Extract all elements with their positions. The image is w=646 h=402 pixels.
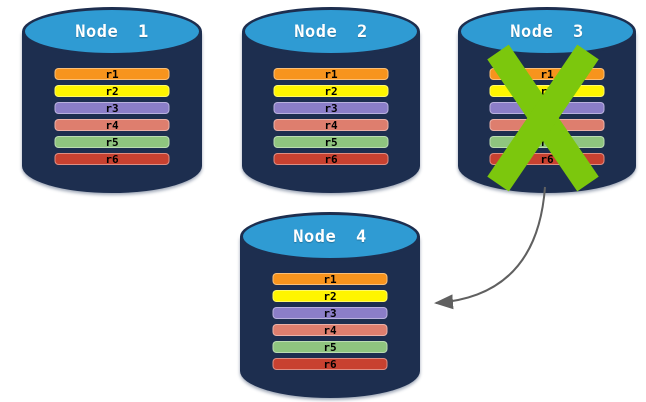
row-r1: r1 — [54, 68, 170, 80]
cylinder-top: Node 4 — [240, 212, 420, 261]
row-r4: r4 — [54, 119, 170, 131]
row-r2: r2 — [489, 85, 605, 97]
node-label: Node 3 — [510, 21, 584, 42]
row-r5: r5 — [273, 136, 389, 148]
row-r3: r3 — [273, 102, 389, 114]
row-r5: r5 — [272, 341, 388, 353]
cylinder-top: Node 1 — [22, 7, 202, 56]
row-r1: r1 — [273, 68, 389, 80]
cylinder-top: Node 3 — [458, 7, 636, 56]
row-r6: r6 — [489, 153, 605, 165]
row-r3: r3 — [54, 102, 170, 114]
row-r6: r6 — [54, 153, 170, 165]
node-rows: r1 r2 r3 r4 r5 r6 — [273, 68, 389, 165]
data-transfer-arrow — [434, 186, 546, 310]
row-r4: r4 — [272, 324, 388, 336]
row-r5: r5 — [489, 136, 605, 148]
row-r4: r4 — [273, 119, 389, 131]
cylinder-top: Node 2 — [242, 7, 420, 56]
node-cylinder-4: Node 4 r1 r2 r3 r4 r5 r6 — [240, 212, 420, 398]
row-r3: r3 — [272, 307, 388, 319]
node-label: Node 1 — [75, 21, 149, 42]
row-r6: r6 — [273, 153, 389, 165]
node-label: Node 4 — [293, 226, 367, 247]
row-r5: r5 — [54, 136, 170, 148]
node-rows: r1 r2 r3 r4 r5 r6 — [489, 68, 605, 165]
node-cylinder-1: Node 1 r1 r2 r3 r4 r5 r6 — [22, 7, 202, 193]
row-r3: r3 — [489, 102, 605, 114]
node-rows: r1 r2 r3 r4 r5 r6 — [54, 68, 170, 165]
row-r2: r2 — [273, 85, 389, 97]
node-rows: r1 r2 r3 r4 r5 r6 — [272, 273, 388, 370]
row-r2: r2 — [272, 290, 388, 302]
row-r2: r2 — [54, 85, 170, 97]
node-cylinder-3-failed: Node 3 r1 r2 r3 r4 r5 r6 — [458, 7, 636, 193]
node-cylinder-2: Node 2 r1 r2 r3 r4 r5 r6 — [242, 7, 420, 193]
row-r1: r1 — [489, 68, 605, 80]
node-label: Node 2 — [294, 21, 368, 42]
row-r6: r6 — [272, 358, 388, 370]
row-r1: r1 — [272, 273, 388, 285]
row-r4: r4 — [489, 119, 605, 131]
